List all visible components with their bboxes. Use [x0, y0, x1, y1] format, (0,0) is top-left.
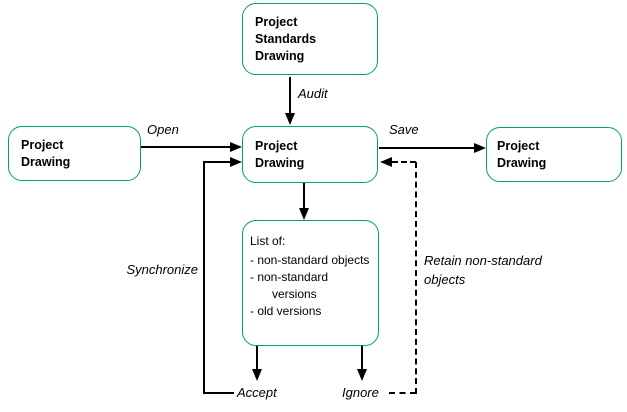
box-list-of-nonstandard: List of: - non-standard objects - non-st…: [242, 220, 379, 346]
box-label-line: Drawing: [21, 154, 71, 169]
label-open: Open: [147, 122, 179, 137]
label-audit: Audit: [298, 86, 328, 101]
list-title: List of:: [250, 234, 286, 248]
label-accept: Accept: [237, 385, 277, 400]
box-project-drawing-left: Project Drawing: [8, 126, 141, 181]
list-item: - non-standard objects: [250, 253, 370, 267]
retain-top-dashed-line: [392, 161, 416, 163]
box-label-line: Drawing: [497, 155, 547, 170]
synchronize-bottom-line: [203, 392, 234, 394]
box-label-line: Project: [255, 138, 298, 153]
list-item: - non-standard versions: [250, 270, 329, 301]
synchronize-vertical-line: [203, 161, 205, 394]
label-ignore: Ignore: [342, 385, 379, 400]
list-arrow-line: [303, 183, 305, 209]
box-project-standards-drawing: Project Standards Drawing: [242, 3, 378, 75]
save-arrowhead: [474, 143, 486, 153]
ignore-arrowhead: [357, 369, 367, 381]
ignore-arrow-line: [361, 346, 363, 369]
synchronize-arrowhead: [230, 157, 242, 167]
synchronize-top-line: [203, 161, 231, 163]
accept-arrowhead: [252, 369, 262, 381]
retain-bottom-dashed-line: [389, 392, 416, 394]
save-arrow-line: [379, 147, 475, 149]
box-label-line: Drawing: [255, 48, 305, 63]
box-project-drawing-right: Project Drawing: [486, 127, 622, 182]
box-label-line: Project: [497, 138, 540, 153]
box-label-line: Project: [255, 14, 298, 29]
open-arrowhead: [230, 142, 242, 152]
audit-arrow-line: [289, 77, 291, 114]
label-synchronize: Synchronize: [126, 262, 198, 277]
box-label-line: Project: [21, 137, 64, 152]
box-label-line: Standards: [255, 31, 317, 46]
label-retain-non-standard-objects: Retain non-standard objects: [424, 253, 542, 287]
list-arrowhead: [299, 208, 309, 220]
label-save: Save: [389, 122, 419, 137]
accept-arrow-line: [256, 346, 258, 369]
retain-vertical-dashed-line: [415, 162, 417, 394]
open-arrow-line: [141, 146, 231, 148]
box-project-drawing-center: Project Drawing: [242, 126, 378, 183]
list-item: - old versions: [250, 304, 322, 318]
box-label-line: Drawing: [255, 155, 305, 170]
retain-arrowhead: [380, 157, 392, 167]
audit-arrowhead: [285, 113, 295, 125]
